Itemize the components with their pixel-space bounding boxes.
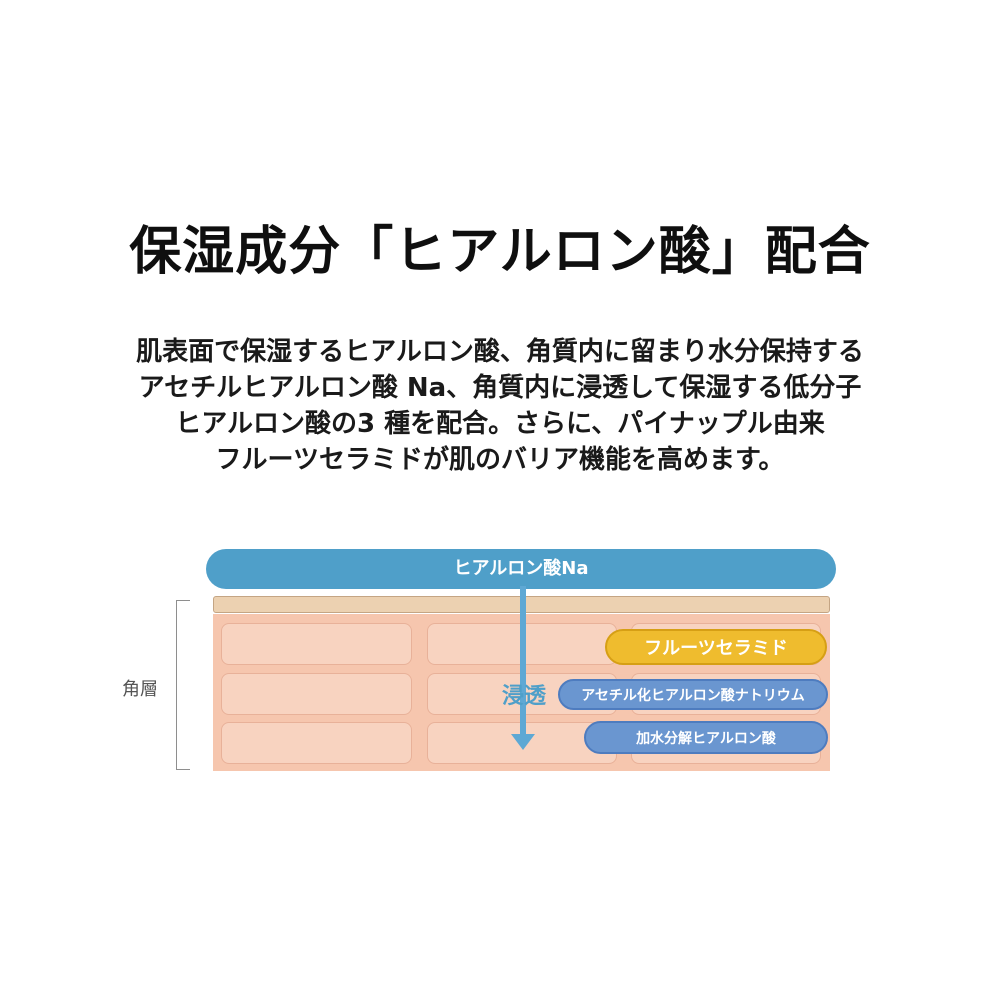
stratum-corneum-label: 角層 xyxy=(122,679,158,700)
hyaluronic-sodium-bar xyxy=(206,549,836,589)
acetyl-hyaluronate-pill: アセチル化ヒアルロン酸ナトリウム xyxy=(558,679,828,710)
description: 肌表面で保湿するヒアルロン酸、角質内に留まり水分保持する アセチルヒアルロン酸 … xyxy=(0,334,1000,478)
skin-cell xyxy=(221,673,412,715)
description-line: ヒアルロン酸の3 種を配合。さらに、パイナップル由来 xyxy=(175,409,825,439)
description-line: 肌表面で保湿するヒアルロン酸、角質内に留まり水分保持する xyxy=(136,337,864,367)
penetration-arrow xyxy=(520,586,526,736)
fruit-ceramide-pill: フルーツセラミド xyxy=(605,629,827,665)
skin-cell xyxy=(221,623,412,665)
layer-bracket xyxy=(176,600,177,770)
headline: 保湿成分「ヒアルロン酸」配合 xyxy=(129,222,871,282)
penetration-label: 浸透 xyxy=(501,684,546,709)
layer-bracket-bottom xyxy=(176,769,190,770)
arrow-down-icon xyxy=(511,734,535,750)
layer-bracket-top xyxy=(176,600,190,601)
description-line: アセチルヒアルロン酸 Na、角質内に浸透して保湿する低分子 xyxy=(138,373,862,403)
description-line: フルーツセラミドが肌のバリア機能を高めます。 xyxy=(215,445,785,475)
hyaluronic-sodium-label: ヒアルロン酸Na xyxy=(453,558,589,579)
skin-cell xyxy=(221,722,412,764)
hydrolyzed-hyaluronic-pill: 加水分解ヒアルロン酸 xyxy=(584,721,828,754)
